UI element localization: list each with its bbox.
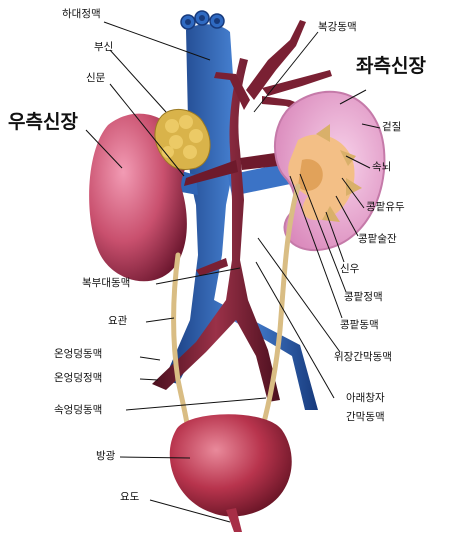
label-bladder: 방광 [96,451,115,462]
label-renal-hilum: 신문 [86,73,105,84]
label-inferior-mesenteric-artery-1: 아래창자 [346,393,385,404]
label-ureter: 요관 [108,316,127,327]
label-left-kidney: 좌측신장 [356,57,426,76]
label-adrenal-gland: 부신 [94,42,113,53]
label-celiac-artery: 복강동맥 [318,22,357,33]
label-urethra: 요도 [120,492,139,503]
label-renal-pelvis: 신우 [340,264,359,275]
label-abdominal-aorta: 복부대동맥 [82,278,130,289]
label-renal-medulla: 속뇌 [372,162,391,173]
label-renal-column: 콩팥술잔 [358,234,397,245]
label-inferior-mesenteric-artery-2: 간막동맥 [346,412,385,423]
label-renal-cortex: 겉질 [382,122,401,133]
label-renal-vein: 콩팥정맥 [344,292,383,303]
label-internal-iliac-artery: 속엉덩동맥 [54,405,102,416]
bladder [170,414,292,532]
label-inferior-vena-cava: 하대정맥 [62,9,101,20]
label-right-kidney: 우측신장 [8,113,78,132]
label-renal-papilla: 콩팥유두 [366,202,405,213]
label-superior-mesenteric-artery: 위장간막동맥 [334,352,392,363]
label-common-iliac-vein: 온엉덩정맥 [54,373,102,384]
label-renal-artery: 콩팥동맥 [340,320,379,331]
label-common-iliac-artery: 온엉덩동맥 [54,349,102,360]
